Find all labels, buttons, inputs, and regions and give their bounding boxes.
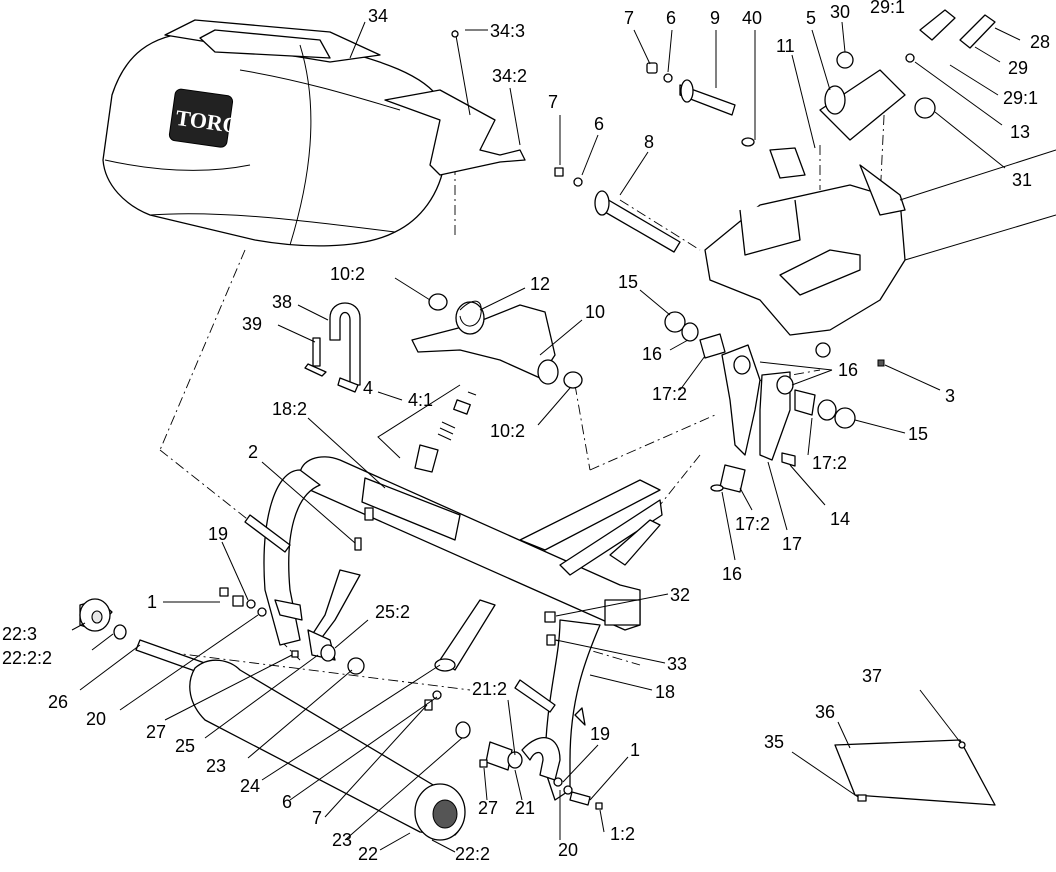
callout-19: 19 — [208, 524, 228, 544]
callout-36: 36 — [815, 702, 835, 722]
callout-20: 20 — [86, 709, 106, 729]
hood-bracket — [384, 29, 526, 176]
callout-10: 10 — [585, 302, 605, 322]
detent-assembly — [414, 391, 477, 473]
callout-16: 16 — [642, 344, 662, 364]
callout-19b: 19 — [590, 724, 610, 744]
callout-22-2-2: 22:2:2 — [2, 648, 52, 668]
callout-25-2: 25:2 — [375, 602, 410, 622]
toro-logo-plate — [168, 88, 234, 148]
callout-21-2: 21:2 — [472, 679, 507, 699]
callout-15: 15 — [618, 272, 638, 292]
mount-bracket — [704, 149, 1056, 367]
callout-7c: 7 — [312, 808, 322, 828]
callout-17-2: 17:2 — [652, 384, 687, 404]
callout-6c: 6 — [282, 792, 292, 812]
callout-10-2b: 10:2 — [490, 421, 525, 441]
callout-20b: 20 — [558, 840, 578, 860]
callout-13: 13 — [1010, 122, 1030, 142]
callout-17: 17 — [782, 534, 802, 554]
callout-34-3: 34:3 — [490, 21, 525, 41]
callout-3: 3 — [945, 386, 955, 406]
callout-16b: 16 — [838, 360, 858, 380]
callout-10-2: 10:2 — [330, 264, 365, 284]
callout-12: 12 — [530, 274, 550, 294]
callout-22-3: 22:3 — [2, 624, 37, 644]
callout-18-2: 18:2 — [272, 399, 307, 419]
callout-1-2: 1:2 — [610, 824, 635, 844]
callout-35: 35 — [764, 732, 784, 752]
callout-6: 6 — [666, 8, 676, 28]
bushing-set — [664, 311, 856, 493]
callout-34: 34 — [368, 6, 388, 26]
callout-29: 29 — [1008, 58, 1028, 78]
plate-36 — [834, 739, 996, 806]
callout-18: 18 — [655, 682, 675, 702]
callout-4: 4 — [363, 378, 373, 398]
callout-25: 25 — [175, 736, 195, 756]
right-hardware — [424, 599, 603, 810]
callout-29-1-top: 29:1 — [870, 0, 905, 17]
callout-31: 31 — [1012, 170, 1032, 190]
callout-39: 39 — [242, 314, 262, 334]
callout-21: 21 — [515, 798, 535, 818]
callout-7: 7 — [624, 8, 634, 28]
callout-17-2c: 17:2 — [735, 514, 770, 534]
callout-8: 8 — [644, 132, 654, 152]
left-hardware — [79, 514, 466, 841]
callout-1: 1 — [147, 592, 157, 612]
callout-22-2: 22:2 — [455, 844, 490, 864]
callout-27b: 27 — [478, 798, 498, 818]
callout-24: 24 — [240, 776, 260, 796]
callout-14: 14 — [830, 509, 850, 529]
callout-11: 11 — [776, 36, 795, 56]
callout-9: 9 — [710, 8, 720, 28]
callout-15b: 15 — [908, 424, 928, 444]
callout-32: 32 — [670, 585, 690, 605]
callout-23b: 23 — [332, 830, 352, 850]
callout-17-2b: 17:2 — [812, 453, 847, 473]
callout-22: 22 — [358, 844, 378, 864]
lever-assembly — [411, 293, 583, 389]
callout-4-1: 4:1 — [408, 390, 433, 410]
hood-cover: TORO — [102, 19, 446, 247]
latch-handle — [304, 302, 361, 393]
callout-16c: 16 — [722, 564, 742, 584]
callout-5: 5 — [806, 8, 816, 28]
callout-29-1: 29:1 — [1003, 88, 1038, 108]
callout-37: 37 — [862, 666, 882, 686]
callout-27: 27 — [146, 722, 166, 742]
callout-2: 2 — [248, 442, 258, 462]
callout-28: 28 — [1030, 32, 1050, 52]
callout-34-2: 34:2 — [492, 66, 527, 86]
leader-lines — [71, 21, 1021, 853]
callout-33: 33 — [667, 654, 687, 674]
upper-hardware — [554, 9, 996, 253]
callout-26: 26 — [48, 692, 68, 712]
callout-30: 30 — [830, 2, 850, 22]
callout-7b: 7 — [548, 92, 558, 112]
callout-23: 23 — [206, 756, 226, 776]
callout-38: 38 — [272, 292, 292, 312]
callout-40: 40 — [742, 8, 762, 28]
callout-1b: 1 — [630, 740, 640, 760]
callout-6b: 6 — [594, 114, 604, 134]
